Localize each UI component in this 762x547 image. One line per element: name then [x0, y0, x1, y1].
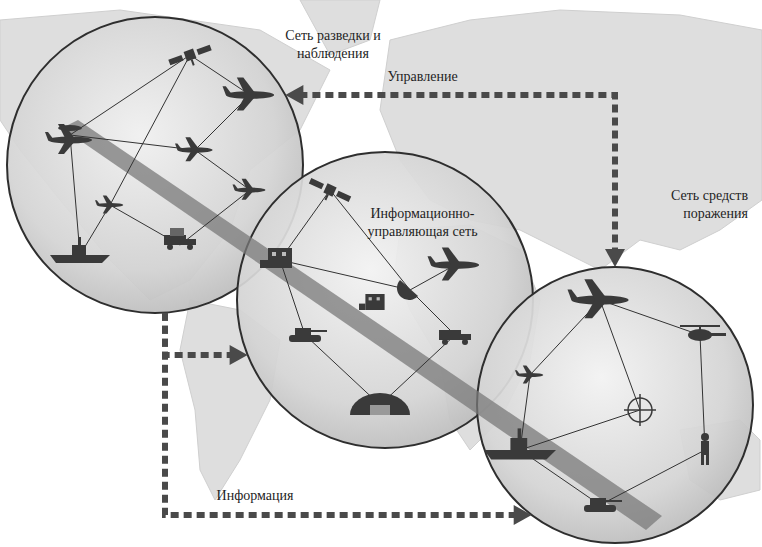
flow-label: Управление: [365, 68, 480, 86]
arrow-head: [514, 505, 532, 525]
network-circle: Сеть средств поражения: [475, 265, 755, 545]
dashed-flow-arrow: [165, 313, 248, 365]
circle-outline: [475, 265, 755, 545]
arrow-head: [230, 345, 248, 365]
dashed-flow-arrow: [285, 85, 625, 267]
circle-shape: [477, 267, 753, 543]
network-title: Информационно- управляющая сеть: [360, 205, 485, 241]
dashed-line: [299, 95, 615, 253]
arrow-head: [605, 249, 625, 267]
flow-label: Информация: [205, 487, 305, 505]
arrow-head: [285, 85, 303, 105]
dashed-line: [165, 313, 518, 515]
network-title: Сеть разведки и наблюдения: [263, 27, 403, 63]
data-band: [62, 120, 662, 530]
platform-icons: [45, 43, 726, 512]
network-title: Сеть средств поражения: [630, 187, 748, 223]
dashed-flow-arrow: [165, 313, 532, 525]
network-links: [70, 55, 705, 505]
dashed-line: [165, 313, 234, 355]
